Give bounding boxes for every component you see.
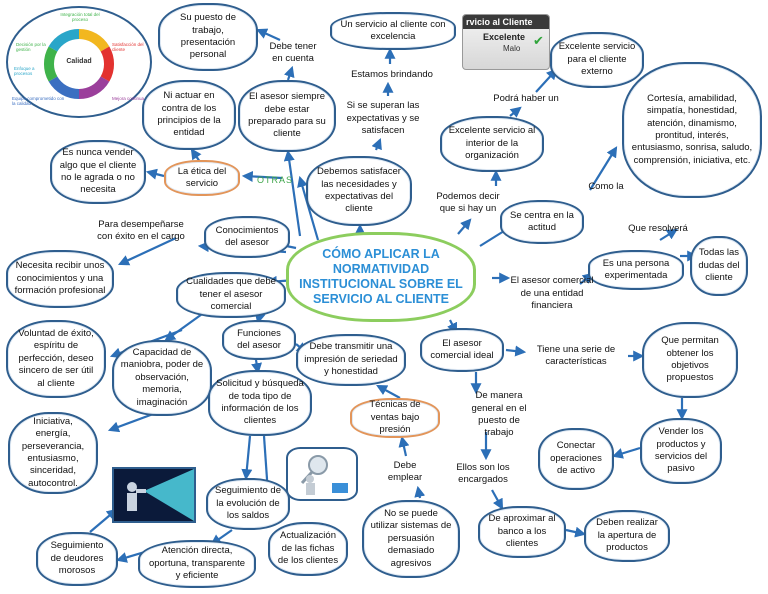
connector-arrow — [398, 435, 410, 457]
node-funciones-asesor: Funciones del asesor — [222, 320, 296, 360]
node-tiene-serie: Tiene una serie de características — [536, 343, 616, 367]
connector-arrow — [491, 489, 504, 510]
node-excelente-interior: Excelente servicio al interior de la org… — [440, 116, 544, 172]
node-no-actuar: Ni actuar en contra de los principios de… — [142, 80, 236, 150]
connector-arrow — [509, 106, 522, 118]
node-asesor-preparado: El asesor siempre debe estar preparado p… — [238, 80, 336, 152]
node-asesor-comercial-entidad: El asesor comercial de una entidad finan… — [510, 275, 594, 312]
node-manera-general: De manera general en el puesto de trabaj… — [471, 390, 527, 439]
connector-arrow — [145, 168, 165, 180]
node-aproximar-banco: De aproximar al banco a los clientes — [478, 506, 566, 558]
node-actualizacion-fichas: Actualización de las fichas de los clien… — [268, 522, 348, 576]
node-apertura-productos: Deben realizar la apertura de productos — [584, 510, 670, 562]
node-para-desempenarse: Para desempeñarse con éxito en el cargo — [97, 218, 185, 242]
node-vender-productos: Vender los productos y servicios del pas… — [640, 418, 722, 484]
wheel-label-left-mid: Enfoque a procesos — [14, 66, 35, 76]
node-atencion-directa: Atención directa, oportuna, transparente… — [138, 540, 256, 588]
flashlight-graphic — [127, 469, 194, 521]
node-cualidades: Cualidades que debe tener el asesor come… — [176, 272, 286, 318]
connector-arrow — [241, 170, 283, 182]
node-transmitir-impresion: Debe transmitir una impresión de serieda… — [296, 334, 406, 386]
wheel-label-left-bottom: Equipo comprometido con la calidad — [12, 96, 65, 106]
connector-arrow — [505, 345, 527, 357]
wheel-center-label: Calidad — [66, 58, 92, 65]
node-conocimientos-asesor: Conocimientos del asesor — [204, 216, 290, 258]
magnifier-graphic — [300, 455, 348, 495]
node-necesita-recibir: Necesita recibir unos conocimientos y un… — [6, 250, 114, 308]
node-voluntad-exito: Voluntad de éxito, espíritu de perfecció… — [6, 320, 106, 398]
node-si-superan: Si se superan las expectativas y se sati… — [346, 100, 420, 137]
node-estamos-brindando: Estamos brindando — [351, 68, 433, 80]
connector-arrow — [241, 435, 253, 481]
connector-arrow — [371, 137, 382, 151]
connector-arrow — [611, 446, 641, 459]
connector-arrow — [255, 28, 281, 42]
node-otras: OTRAS — [257, 175, 294, 186]
wheel-label-right-top: Satisfacción del cliente — [112, 42, 144, 52]
badge-header: rvicio al Cliente — [463, 15, 549, 29]
connector-arrow — [376, 384, 401, 399]
node-seguimiento-evolucion: Seguimiento de la evolución de los saldo… — [206, 478, 290, 530]
connector-arrow — [283, 149, 302, 237]
node-centra-actitud: Se centra en la actitud — [500, 200, 584, 244]
service-badge-image: rvicio al Cliente Excelente Malo ✔ — [462, 14, 550, 70]
checkmark-icon: ✔ — [533, 33, 544, 48]
node-todas-dudas: Todas las dudas del cliente — [690, 236, 748, 296]
connector-arrow — [283, 65, 295, 81]
node-seguimiento-deudores: Seguimiento de deudores morosos — [36, 532, 118, 586]
connector-arrow — [118, 237, 177, 266]
node-ellos-son: Ellos son los encargados — [456, 461, 510, 485]
quality-wheel-image: Calidad Integración total del proceso Sa… — [6, 6, 152, 118]
node-puesto-presentacion: Su puesto de trabajo, presentación perso… — [158, 3, 258, 71]
node-cortesia-lista: Cortesía, amabilidad, simpatía, honestid… — [622, 62, 762, 198]
badge-excelente: Excelente — [483, 32, 526, 42]
node-como-la: Como la — [588, 180, 624, 192]
node-comercial-ideal: El asesor comercial ideal — [420, 328, 504, 372]
connector-arrow — [414, 485, 426, 499]
node-no-puede-utilizar: No se puede utilizar sistemas de persuas… — [362, 500, 460, 578]
node-capacidad-maniobra: Capacidad de maniobra, poder de observac… — [112, 340, 212, 416]
search-figure-image — [286, 447, 358, 501]
connector-arrow — [89, 508, 118, 533]
flashlight-image — [112, 467, 196, 523]
node-servicio-excelencia: Un servicio al cliente con excelencia — [330, 12, 456, 50]
wheel-label-top: Integración total del proceso — [60, 12, 100, 22]
connector-arrow — [589, 146, 618, 191]
node-podra-haber: Podrá haber un — [493, 92, 559, 104]
central-topic: CÓMO APLICAR LA NORMATIVIDAD INSTITUCION… — [286, 232, 476, 322]
connector-arrow — [457, 218, 472, 235]
node-debe-emplear: Debe emplear — [387, 459, 423, 483]
node-permitan-obtener: Que permitan obtener los objetivos propu… — [642, 322, 738, 398]
node-que-resolvera: Que resolverá — [628, 222, 688, 234]
connector-arrow — [565, 526, 587, 538]
node-solicitud-busqueda: Solicitud y búsqueda de toda tipo de inf… — [208, 370, 312, 436]
node-iniciativa-energia: Iniciativa, energía, perseverancia, entu… — [8, 412, 98, 494]
connector-arrow — [659, 228, 678, 241]
node-etica-servicio: La ética del servicio — [164, 160, 240, 196]
node-tecnicas-ventas: Técnicas de ventas bajo presión — [350, 398, 440, 438]
node-conectar-operaciones: Conectar operaciones de activo — [538, 428, 614, 490]
node-debe-tener: Debe tener en cuenta — [269, 40, 317, 64]
node-podemos-decir: Podemos decir que si hay un — [436, 190, 500, 214]
node-persona-experimentada: Es una persona experimentada — [588, 250, 684, 290]
wheel-label-left-top: Decisión por la gestión — [16, 42, 46, 52]
badge-malo: Malo — [503, 44, 521, 53]
node-debemos-satisfacer: Debemos satisfacer las necesidades y exp… — [306, 156, 412, 226]
node-excelente-externo: Excelente servicio para el cliente exter… — [550, 32, 644, 88]
node-nunca-vender: Es nunca vender algo que el cliente no l… — [50, 140, 146, 204]
wheel-label-right-bottom: Mejora continua — [112, 96, 145, 101]
quality-wheel-graphic — [44, 28, 114, 100]
